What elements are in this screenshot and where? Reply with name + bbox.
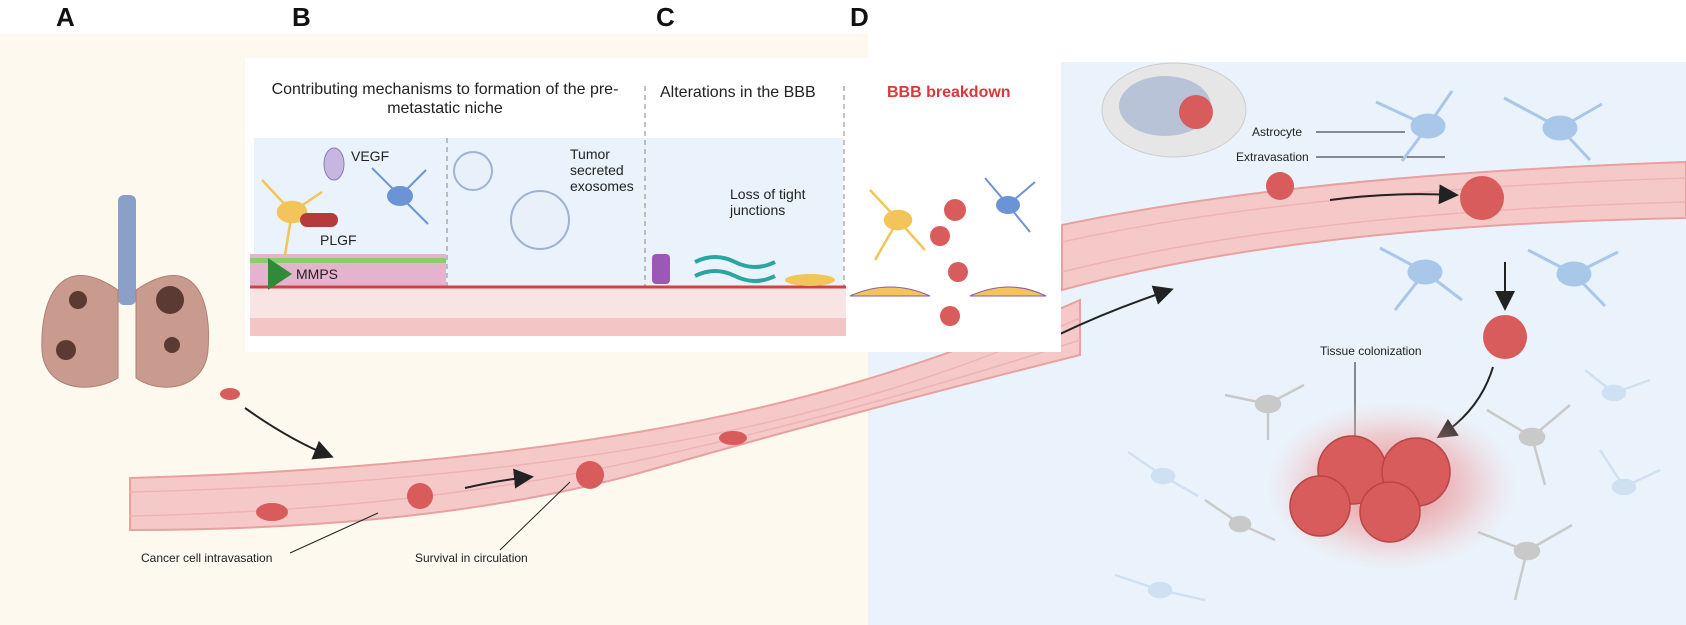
glia-icon [1204,383,1573,601]
vegf-icon [323,147,345,181]
blood-vessel-upper [1061,160,1686,292]
neuron-icon [984,177,1036,233]
tumor-cell [407,483,433,509]
label-plgf: PLGF [320,232,357,248]
panel-letter-b: B [292,2,311,32]
tight-junction-icon [652,254,670,284]
blood-vessel-lower [129,298,1081,532]
lungs-icon [41,195,210,388]
neuron-icon [371,167,429,225]
label-intravasation: Cancer cell intravasation [141,551,273,565]
astrocyte-icon [869,189,926,261]
label-astrocyte: Astrocyte [1252,125,1303,139]
panel-letter-a: A [56,2,75,32]
label-extravasation: Extravasation [1236,150,1309,164]
label-colonization: Tissue colonization [1320,344,1422,358]
astrocyte-icon [1114,369,1661,602]
tumor-cell [948,262,968,282]
tumor-cell [940,306,960,326]
heading-bbb-breakdown: BBB breakdown [887,84,1011,101]
label-exosomes: Tumor secreted exosomes [570,146,634,194]
tumor-cell [930,226,950,246]
panel-letter-c: C [656,2,675,32]
label-tight-junctions: Loss of tight junctions [730,186,806,218]
mmps-icon [268,258,292,290]
tumor-cell [944,199,966,221]
exosome-icon [510,190,570,250]
tumor-cell [1483,315,1527,359]
astrocyte-icon [261,179,323,256]
tumor-cell [719,431,747,445]
heading-bbb-alterations: Alterations in the BBB [660,84,816,101]
plgf-icon [300,213,338,227]
vessel-wall-strip [250,288,846,318]
label-circulation: Survival in circulation [415,551,528,565]
tumor-cell [1460,176,1504,220]
tumor-mass [1289,435,1451,543]
panel-letter-d: D [850,2,869,32]
tumor-cell [220,388,240,400]
exosome-icon [453,151,493,191]
tumor-cell [256,503,288,521]
tumor-cell [1266,172,1294,200]
heading-premetastatic-niche: Contributing mechanisms to formation of … [271,81,619,117]
astrocyte-icon [1375,90,1619,311]
label-vegf: VEGF [351,148,390,164]
endothelium-strip [250,318,846,336]
tumor-cell [576,461,604,489]
label-mmps: MMPS [296,266,338,282]
brain-icon [1101,62,1247,158]
